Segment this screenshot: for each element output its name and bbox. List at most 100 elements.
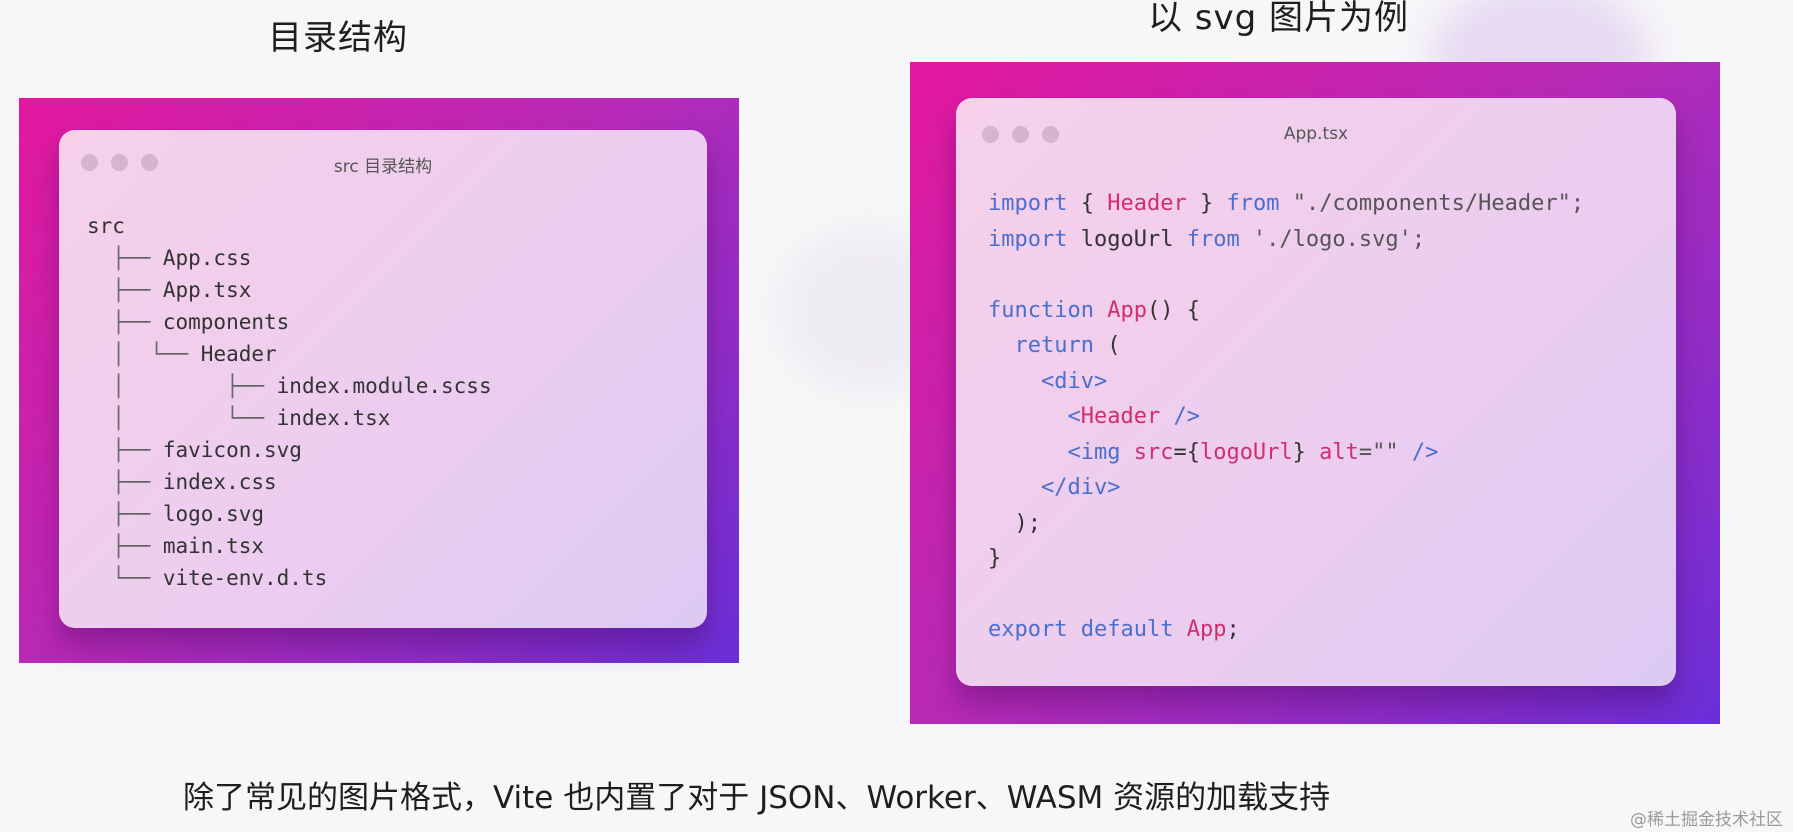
right-heading: 以 svg 图片为例 <box>1148 0 1410 38</box>
tree-item-name: vite-env.d.ts <box>162 566 328 590</box>
code-token: "./components/Header"; <box>1279 191 1585 216</box>
code-token: ="" <box>1358 439 1412 465</box>
code-token: /> <box>1160 404 1200 429</box>
code-token: < <box>1067 404 1081 429</box>
window-controls <box>982 126 1059 143</box>
tree-item-name: index.tsx <box>276 406 391 430</box>
tree-item-name: Header <box>200 342 277 366</box>
code-line: import logoUrl from './logo.svg'; <box>988 222 1584 258</box>
code-token: src <box>1120 439 1174 465</box>
code-token: logoUrl <box>1067 226 1187 252</box>
code-line <box>988 577 1584 613</box>
code-token: <img <box>1067 439 1121 465</box>
tree-item: ├── App.css <box>87 242 492 274</box>
tree-item: └── vite-env.d.ts <box>87 562 492 594</box>
tree-branch: │ └── <box>87 342 201 366</box>
code-token: default <box>1080 617 1174 642</box>
code-token: () { <box>1146 297 1200 323</box>
code-line: } <box>988 541 1584 577</box>
code-token: } <box>1186 191 1227 216</box>
close-dot-icon[interactable] <box>982 126 999 143</box>
tree-branch: └── <box>87 566 163 590</box>
code-line: return ( <box>988 328 1584 364</box>
code-token: from <box>1226 191 1280 216</box>
code-token: ; <box>1226 617 1240 642</box>
code-token: /> <box>1411 439 1439 465</box>
code-window: App.tsx import { Header } from "./compon… <box>956 98 1676 686</box>
tree-branch: ├── <box>87 278 163 302</box>
minimize-dot-icon[interactable] <box>1012 126 1029 143</box>
directory-structure-panel: src 目录结构 src ├── App.css ├── App.tsx ├──… <box>19 98 739 663</box>
code-token: logoUrl <box>1199 439 1293 465</box>
tree-item-name: App.css <box>162 246 252 270</box>
code-token: } <box>988 546 1002 571</box>
code-token <box>988 475 1041 500</box>
code-token: <div> <box>1040 368 1108 394</box>
code-line: </div> <box>988 470 1584 506</box>
tree-item: ├── App.tsx <box>87 274 492 306</box>
code-token: Header <box>1080 404 1161 429</box>
close-dot-icon[interactable] <box>81 154 98 171</box>
tree-item: ├── favicon.svg <box>87 434 492 466</box>
code-token: App <box>1186 617 1227 642</box>
code-token: import <box>988 226 1068 252</box>
code-block: import { Header } from "./components/Hea… <box>988 186 1584 648</box>
code-token <box>988 369 1041 394</box>
code-token: export <box>988 617 1068 642</box>
code-token: { <box>1067 191 1108 216</box>
code-token <box>1173 617 1186 642</box>
caption-text: 除了常见的图片格式，Vite 也内置了对于 JSON、Worker、WASM 资… <box>183 780 1331 816</box>
tree-item-name: components <box>162 310 290 334</box>
tree-branch: ├── <box>87 470 163 494</box>
code-token: return <box>1014 333 1094 358</box>
code-token: './logo.svg'; <box>1239 226 1426 252</box>
code-token: ={ <box>1173 439 1200 465</box>
maximize-dot-icon[interactable] <box>141 154 158 171</box>
tree-branch: │ ├── <box>87 374 277 398</box>
tree-item: │ ├── index.module.scss <box>87 370 492 402</box>
code-token: ( <box>1093 333 1121 358</box>
minimize-dot-icon[interactable] <box>111 154 128 171</box>
code-token: function <box>988 297 1094 323</box>
code-token <box>988 333 1015 358</box>
tree-item: ├── logo.svg <box>87 498 492 530</box>
code-token <box>1067 617 1080 642</box>
tree-branch: ├── <box>87 310 163 334</box>
window-title: App.tsx <box>1283 124 1349 144</box>
tree-item-name: index.module.scss <box>276 374 492 398</box>
file-tree: src ├── App.css ├── App.tsx ├── componen… <box>87 210 492 594</box>
tree-item-name: favicon.svg <box>162 438 302 462</box>
code-line: ); <box>988 506 1584 542</box>
tree-item: ├── components <box>87 306 492 338</box>
tree-item: ├── main.tsx <box>87 530 492 562</box>
tree-item-name: index.css <box>162 470 277 494</box>
code-token <box>988 404 1067 429</box>
directory-window: src 目录结构 src ├── App.css ├── App.tsx ├──… <box>59 130 707 628</box>
code-token: alt <box>1319 439 1359 465</box>
tree-item: │ └── index.tsx <box>87 402 492 434</box>
tree-item: │ └── Header <box>87 338 492 370</box>
tree-branch: ├── <box>87 246 163 270</box>
code-token: Header <box>1107 191 1187 216</box>
code-token: from <box>1186 226 1240 252</box>
code-example-panel: App.tsx import { Header } from "./compon… <box>910 62 1720 724</box>
code-line: export default App; <box>988 612 1584 648</box>
code-line: <div> <box>988 364 1584 400</box>
code-line <box>988 257 1584 293</box>
code-token <box>988 440 1067 465</box>
maximize-dot-icon[interactable] <box>1042 126 1059 143</box>
tree-item-name: src <box>87 214 125 238</box>
window-title: src 目录结构 <box>333 157 433 177</box>
tree-item-name: logo.svg <box>162 502 265 526</box>
watermark: @稀土掘金技术社区 <box>1630 810 1783 830</box>
tree-branch: ├── <box>87 502 163 526</box>
tree-branch: ├── <box>87 438 163 462</box>
code-line: <img src={logoUrl} alt="" /> <box>988 435 1584 471</box>
code-token: import <box>988 191 1068 216</box>
code-line: function App() { <box>988 293 1584 329</box>
tree-item-name: App.tsx <box>162 278 252 302</box>
code-line: import { Header } from "./components/Hea… <box>988 186 1584 222</box>
tree-branch: │ └── <box>87 406 277 430</box>
code-line: <Header /> <box>988 399 1584 435</box>
code-token <box>1094 298 1107 323</box>
